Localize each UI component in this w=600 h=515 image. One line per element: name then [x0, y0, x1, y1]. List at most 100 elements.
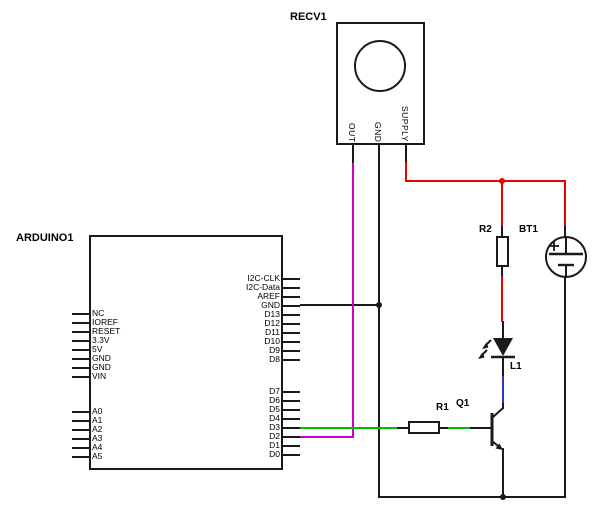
pin-row: D8: [220, 355, 300, 364]
pin-row: D12: [220, 319, 300, 328]
pin-stub: [283, 295, 300, 298]
pin-stub: [283, 304, 300, 307]
wire-r2-red: [501, 180, 503, 226]
pin-label: D13: [264, 309, 280, 319]
pin-stub: [283, 408, 300, 411]
pin-row: D1: [220, 441, 300, 450]
pin-label: A0: [92, 406, 103, 416]
pin-stub: [283, 390, 300, 393]
pin-stub: [283, 358, 300, 361]
pin-row: D2: [220, 432, 300, 441]
recv1-lens-icon: [354, 40, 406, 92]
wire-recv-out-lead: [352, 145, 354, 163]
pin-row: D9: [220, 346, 300, 355]
pin-row: D10: [220, 337, 300, 346]
pin-stub: [72, 437, 89, 440]
pin-label: A4: [92, 442, 103, 452]
pin-label: D11: [265, 327, 280, 337]
pin-stub: [72, 366, 89, 369]
pin-row: D11: [220, 328, 300, 337]
pin-row: A1: [72, 416, 102, 425]
pin-label: VIN: [92, 371, 107, 381]
pin-stub: [283, 286, 300, 289]
pin-label: D6: [269, 395, 280, 405]
q1-label: Q1: [456, 398, 470, 409]
pin-row: I2C-Data: [220, 283, 300, 292]
pin-stub: [72, 428, 89, 431]
pin-row: D0: [220, 450, 300, 459]
pin-stub: [72, 357, 89, 360]
pin-label: GND: [92, 362, 111, 372]
r2-resistor: [496, 236, 509, 267]
pin-row: A5: [72, 452, 102, 461]
junction-emitter-ground: [500, 494, 506, 500]
r1-resistor: [408, 421, 440, 434]
wire-led-anode-lead: [502, 321, 504, 340]
pin-stub: [283, 444, 300, 447]
wire-d3-green: [300, 427, 397, 429]
pin-label: D9: [269, 345, 280, 355]
pin-row: IOREF: [72, 318, 120, 327]
pin-stub: [72, 410, 89, 413]
arduino1-body: [89, 235, 283, 470]
pin-row: GND: [72, 363, 120, 372]
pin-stub: [283, 331, 300, 334]
wire-battery-red: [564, 180, 566, 226]
pin-stub: [72, 339, 89, 342]
wire-r1-base-green: [448, 427, 470, 429]
pin-stub: [283, 435, 300, 438]
pin-row: AREF: [220, 292, 300, 301]
wire-q1-emitter-lead: [502, 448, 504, 498]
pin-row: D13: [220, 310, 300, 319]
recv1-pin-supply: SUPPLY: [400, 106, 410, 142]
pin-row: D7: [220, 387, 300, 396]
wire-r1-right-lead: [439, 427, 449, 429]
pin-row: D4: [220, 414, 300, 423]
pin-label: D7: [269, 386, 280, 396]
pin-row: VIN: [72, 372, 120, 381]
arduino-digital-upper-pins: I2C-CLK I2C-Data AREF GND D13 D12 D11 D1…: [220, 274, 300, 364]
recv1-label: RECV1: [290, 11, 327, 23]
pin-row: I2C-CLK: [220, 274, 300, 283]
wire-supply-red-vertical: [405, 162, 407, 182]
pin-label: 3.3V: [92, 335, 110, 345]
pin-row: NC: [72, 309, 120, 318]
pin-label: GND: [261, 300, 280, 310]
pin-label: D1: [269, 440, 280, 450]
pin-stub: [72, 348, 89, 351]
pin-label: GND: [92, 353, 111, 363]
wire-r2-to-led-red: [501, 276, 503, 322]
pin-stub: [283, 349, 300, 352]
pin-label: I2C-CLK: [247, 273, 280, 283]
pin-row: D5: [220, 405, 300, 414]
wire-led-q1-blue: [502, 376, 504, 403]
wire-q1-collector-lead: [502, 402, 504, 409]
pin-row: D3: [220, 423, 300, 432]
wire-recv-gnd-vertical: [378, 145, 380, 498]
recv1-pin-out: OUT: [347, 122, 357, 142]
pin-stub: [283, 277, 300, 280]
r2-label: R2: [479, 224, 492, 235]
pin-row: GND: [220, 301, 300, 310]
pin-row: A0: [72, 407, 102, 416]
pin-stub: [72, 446, 89, 449]
wire-led-cathode-lead: [502, 356, 504, 378]
pin-label: D10: [264, 336, 280, 346]
pin-label: A5: [92, 451, 103, 461]
arduino-power-pins: NC IOREF RESET 3.3V 5V GND GND VIN: [72, 309, 120, 381]
recv1-pin-gnd: GND: [373, 121, 383, 142]
pin-stub: [283, 426, 300, 429]
wire-r2-top-lead: [501, 225, 503, 237]
pin-row: 5V: [72, 345, 120, 354]
pin-row: D6: [220, 396, 300, 405]
pin-label: D2: [269, 431, 280, 441]
l1-label: L1: [510, 361, 522, 372]
pin-stub: [283, 313, 300, 316]
pin-label: D4: [269, 413, 280, 423]
pin-row: GND: [72, 354, 120, 363]
wire-arduino-gnd: [300, 304, 380, 306]
pin-label: NC: [92, 308, 105, 318]
pin-stub: [72, 312, 89, 315]
junction-gnd: [376, 302, 382, 308]
